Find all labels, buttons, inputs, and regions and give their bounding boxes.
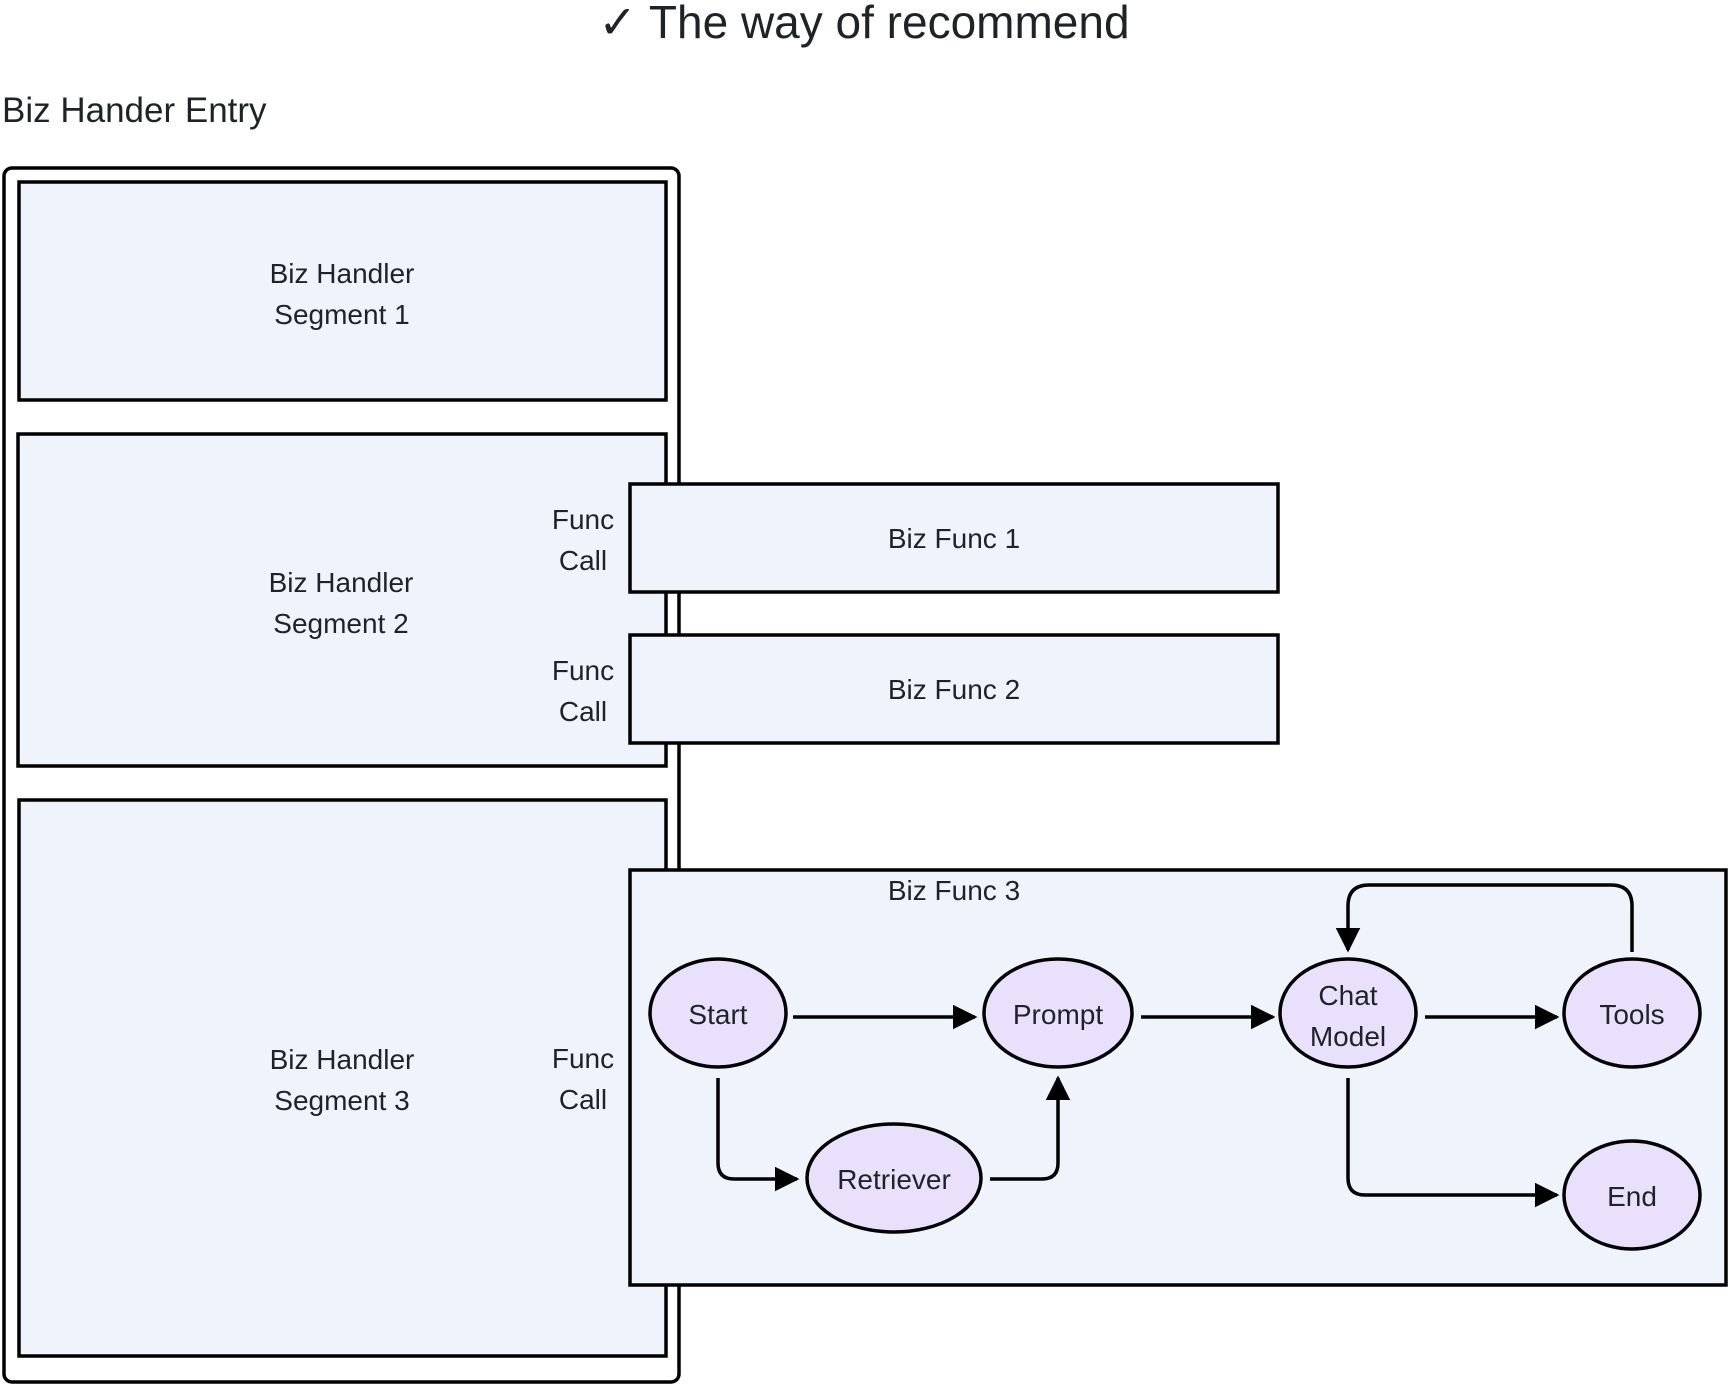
segment-1-label-line2: Segment 1 [274,299,409,330]
func-call-1-line1: Func [552,504,614,535]
node-retriever-label: Retriever [837,1164,951,1195]
segment-1-box [17,180,668,402]
segment-3-label-line1: Biz Handler [270,1044,415,1075]
biz-func-3-box [628,868,1728,1287]
node-end-label: End [1607,1181,1657,1212]
node-chat-model-label-line1: Chat [1318,980,1377,1011]
func-call-3-line1: Func [552,1043,614,1074]
biz-func-3-label: Biz Func 3 [888,875,1020,906]
node-start-label: Start [688,999,747,1030]
segment-2-box [16,432,668,768]
biz-func-1-label: Biz Func 1 [888,523,1020,554]
biz-func-2-box [628,633,1280,745]
segment-3-label-line2: Segment 3 [274,1085,409,1116]
biz-func-1-box [628,482,1280,594]
diagram-title: ✓ The way of recommend [598,0,1129,48]
node-end [1562,1139,1702,1251]
func-call-3-line2: Call [559,1084,607,1115]
segment-3-box [17,798,668,1358]
biz-func-2-label: Biz Func 2 [888,674,1020,705]
node-tools [1562,957,1702,1069]
edge-start-retriever [716,1078,800,1192]
node-prompt-label: Prompt [1013,999,1103,1030]
edge-tools-chatmodel [1335,883,1634,953]
func-call-2-line2: Call [559,696,607,727]
node-chat-model [1278,957,1418,1069]
node-retriever [805,1122,983,1234]
segment-2-label-line1: Biz Handler [269,567,414,598]
segment-2-label-line2: Segment 2 [273,608,408,639]
func-call-1-line2: Call [559,545,607,576]
node-chat-model-label-line2: Model [1310,1021,1386,1052]
node-start [648,957,788,1069]
entry-label: Biz Hander Entry [2,91,267,130]
node-tools-label: Tools [1599,999,1664,1030]
node-prompt [982,957,1134,1069]
edge-retriever-prompt [990,1075,1071,1181]
func-call-2-line1: Func [552,655,614,686]
segment-1-label-line1: Biz Handler [270,258,415,289]
edge-chatmodel-end [1346,1078,1560,1208]
